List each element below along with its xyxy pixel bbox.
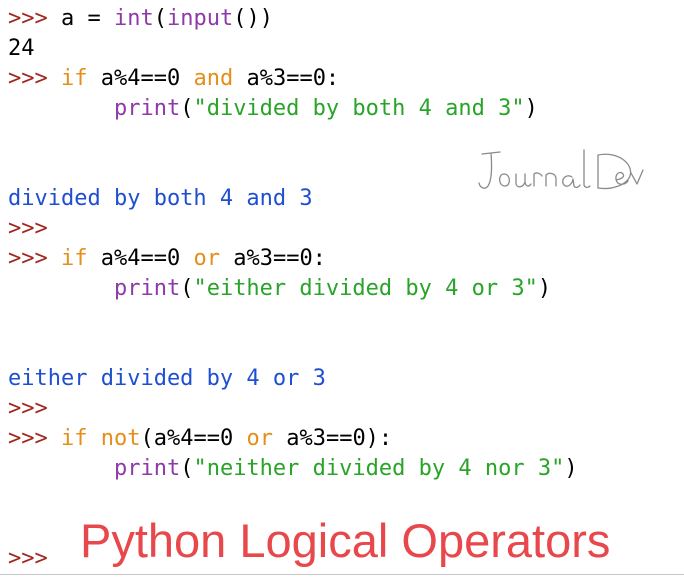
- string-literal: "either divided by 4 or 3": [193, 276, 538, 301]
- prompt: >>>: [8, 6, 48, 31]
- banner-title: Python Logical Operators: [80, 514, 611, 567]
- output-text: divided by both 4 and 3: [8, 186, 313, 211]
- code-text: a =: [47, 6, 114, 31]
- shell-output-line: divided by both 4 and 3: [8, 184, 313, 214]
- keyword-and: and: [193, 66, 234, 91]
- keyword-if: if: [61, 246, 88, 271]
- shell-current-prompt-line[interactable]: >>>: [8, 544, 48, 574]
- shell-continuation-line: print("either divided by 4 or 3"): [113, 276, 552, 301]
- prompt: >>>: [8, 396, 48, 421]
- prompt: >>>: [8, 426, 48, 451]
- journaldev-signature-icon: [478, 149, 644, 190]
- keyword-if: if: [61, 426, 88, 451]
- keyword-not: not: [100, 426, 141, 451]
- output-text: either divided by 4 or 3: [8, 366, 326, 391]
- shell-empty-prompt-line: >>>: [8, 214, 48, 244]
- code-text: (: [153, 6, 167, 31]
- builtin-print: print: [113, 456, 181, 481]
- builtin-print: print: [113, 276, 181, 301]
- keyword-or: or: [193, 246, 220, 271]
- shell-empty-prompt-line: >>>: [8, 394, 48, 424]
- shell-output-line: either divided by 4 or 3: [8, 364, 326, 394]
- code-text: a%3==0):: [272, 426, 393, 451]
- shell-input-line: >>> a = int(input()): [8, 4, 273, 34]
- keyword-or: or: [246, 426, 273, 451]
- prompt: >>>: [8, 66, 48, 91]
- code-text: a%3==0:: [233, 66, 340, 91]
- code-text: a%4==0: [87, 246, 194, 271]
- keyword-if: if: [61, 66, 88, 91]
- string-literal: "neither divided by 4 nor 3": [193, 456, 565, 481]
- code-text: ()): [233, 6, 273, 31]
- builtin-int: int: [113, 6, 154, 31]
- shell-continuation-line: print("neither divided by 4 nor 3"): [113, 456, 578, 481]
- bottom-divider: [0, 574, 684, 575]
- prompt: >>>: [8, 546, 48, 571]
- string-literal: "divided by both 4 and 3": [193, 96, 525, 121]
- user-input-value: 24: [8, 36, 35, 61]
- code-text: (a%4==0: [140, 426, 247, 451]
- prompt: >>>: [8, 216, 48, 241]
- user-input-line: 24: [8, 34, 35, 64]
- shell-input-line: >>> if not(a%4==0 or a%3==0):: [8, 424, 392, 454]
- shell-input-line: >>> if a%4==0 and a%3==0:: [8, 64, 339, 94]
- code-text: a%3==0:: [219, 246, 326, 271]
- prompt: >>>: [8, 246, 48, 271]
- shell-continuation-line: print("divided by both 4 and 3"): [113, 96, 538, 121]
- shell-input-line: >>> if a%4==0 or a%3==0:: [8, 244, 326, 274]
- builtin-print: print: [113, 96, 181, 121]
- code-text: a%4==0: [87, 66, 194, 91]
- builtin-input: input: [166, 6, 234, 31]
